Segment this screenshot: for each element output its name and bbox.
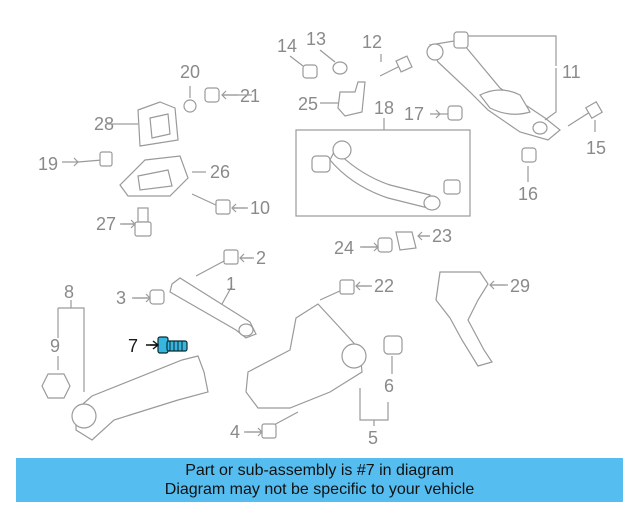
bushing-part-6[interactable]: [383, 335, 403, 355]
part-number-4: 4: [230, 422, 240, 442]
part-number-9: 9: [50, 336, 60, 356]
banner-line-1: Part or sub-assembly is #7 in diagram: [185, 462, 454, 479]
nut-part-21[interactable]: [204, 87, 220, 103]
bracket-part-23[interactable]: [395, 231, 417, 251]
part-number-24: 24: [334, 238, 354, 258]
bolt-part-4[interactable]: [261, 411, 299, 439]
part-number-16: 16: [518, 184, 538, 204]
bracket-part-29[interactable]: [435, 271, 493, 367]
part-number-21: 21: [240, 86, 260, 106]
mount-part-26[interactable]: [119, 155, 189, 197]
part-number-13: 13: [306, 29, 326, 49]
part-number-11: 11: [562, 62, 581, 82]
part-number-8: 8: [64, 282, 74, 302]
part-number-20: 20: [180, 62, 200, 82]
bolt-part-10[interactable]: [191, 193, 231, 215]
part-number-26: 26: [210, 162, 230, 182]
knuckle-part-5[interactable]: [245, 303, 367, 409]
bolt-part-19[interactable]: [77, 151, 113, 167]
bushing-part-16[interactable]: [521, 147, 537, 163]
bolt-part-2[interactable]: [195, 249, 239, 277]
part-number-25: 25: [298, 94, 318, 114]
bushing-part-9[interactable]: [41, 373, 71, 399]
link-part-1[interactable]: [169, 277, 257, 339]
part-number-23: 23: [432, 226, 452, 246]
bolt-part-12[interactable]: [379, 55, 413, 77]
part-number-15: 15: [586, 138, 606, 158]
part-number-7: 7: [128, 336, 138, 356]
bolt-part-22[interactable]: [319, 279, 355, 301]
part-number-22: 22: [374, 276, 394, 296]
control-arm-part-11[interactable]: [426, 31, 561, 141]
washer-part-20[interactable]: [183, 99, 197, 113]
part-number-6: 6: [384, 376, 394, 396]
banner-line-2: Diagram may not be specific to your vehi…: [164, 481, 475, 498]
part-number-10: 10: [250, 198, 270, 218]
bolt-part-17[interactable]: [440, 105, 463, 121]
part-number-29: 29: [510, 276, 530, 296]
nut-part-14[interactable]: [302, 64, 318, 79]
part-number-1: 1: [226, 274, 236, 294]
part-number-3: 3: [116, 288, 126, 308]
part-number-5: 5: [368, 428, 378, 448]
bolt-part-27[interactable]: [134, 207, 152, 237]
mount-part-28[interactable]: [137, 101, 179, 147]
trailing-arm-part-8[interactable]: [71, 355, 209, 441]
part-number-2: 2: [256, 248, 266, 268]
part-number-19: 19: [38, 154, 58, 174]
nut-part-24[interactable]: [377, 237, 393, 253]
nut-part-3[interactable]: [149, 289, 165, 305]
bolt-part-15[interactable]: [567, 100, 604, 127]
part-number-12: 12: [362, 32, 382, 52]
bracket-part-25[interactable]: [337, 81, 366, 117]
part-number-14: 14: [277, 36, 297, 56]
bolt-part-7-highlighted[interactable]: [150, 336, 188, 354]
upper-arm-part-18[interactable]: [311, 140, 461, 211]
washer-part-13[interactable]: [332, 61, 348, 75]
part-number-17: 17: [404, 104, 424, 124]
part-number-18: 18: [374, 98, 394, 118]
part-number-28: 28: [94, 114, 114, 134]
info-banner: Part or sub-assembly is #7 in diagram Di…: [16, 458, 623, 502]
part-number-27: 27: [96, 214, 116, 234]
